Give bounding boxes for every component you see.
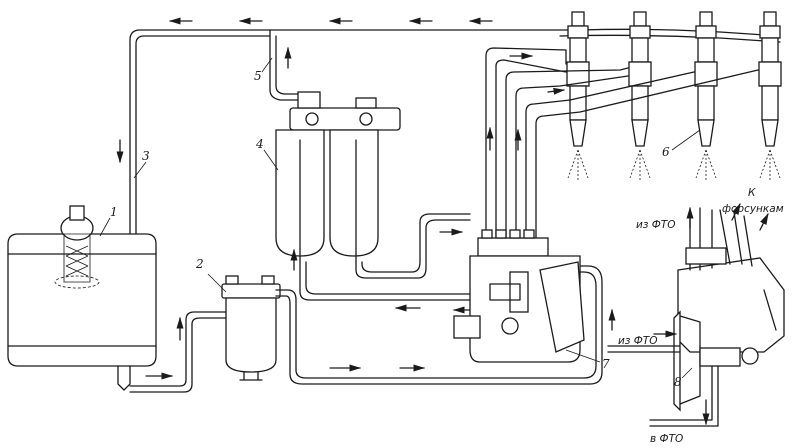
caption-to-injectors: форсункам (722, 203, 784, 215)
feed-lines (129, 213, 616, 393)
label-7: 7 (602, 357, 610, 371)
caption-to-injectors-k: К (748, 187, 756, 199)
label-6: 6 (662, 145, 670, 159)
leader-7 (565, 349, 601, 363)
leader-1 (99, 217, 111, 237)
injector-3 (694, 11, 718, 182)
leader-6 (671, 129, 701, 151)
injector-2 (628, 11, 652, 182)
fuel-tank (7, 205, 157, 391)
label-4: 4 (255, 137, 264, 151)
label-5: 5 (254, 69, 262, 83)
injector-1 (566, 11, 590, 182)
injectors (566, 11, 782, 182)
label-3: 3 (142, 149, 150, 163)
flow-arrows-top (116, 17, 493, 164)
label-8: 8 (674, 375, 682, 389)
leader-3 (133, 161, 147, 179)
leader-8 (681, 367, 693, 379)
leader-4 (263, 149, 279, 171)
pump-side-view (607, 202, 785, 427)
label-1: 1 (110, 205, 118, 219)
caption-from-fto: из ФТО (636, 219, 675, 231)
injection-pump (453, 229, 585, 363)
label-2: 2 (195, 257, 204, 271)
fine-filter (275, 91, 401, 263)
caption-to-fto: в ФТО (650, 433, 683, 445)
leader-5 (261, 57, 273, 73)
injector-4 (758, 11, 782, 182)
return-line-top (129, 28, 781, 241)
caption-from-fto-2: из ФТО (618, 335, 657, 347)
high-pressure-lines (485, 47, 759, 239)
coarse-filter (221, 275, 281, 381)
leader-2 (207, 273, 227, 293)
